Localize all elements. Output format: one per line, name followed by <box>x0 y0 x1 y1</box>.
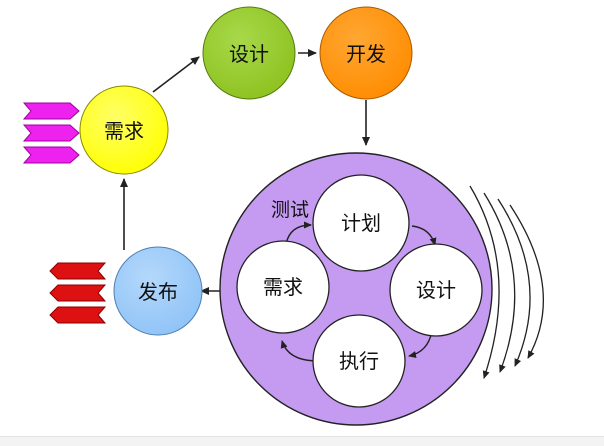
node-development: 开发 <box>319 6 413 100</box>
input-arrows <box>22 102 80 164</box>
inner-node-execute-label: 执行 <box>339 349 379 373</box>
outer-connectors <box>120 49 370 295</box>
inner-node-execute: 执行 <box>312 314 406 408</box>
node-release: 发布 <box>113 246 203 336</box>
node-design-label: 设计 <box>229 42 269 66</box>
output-arrow-1 <box>49 262 107 280</box>
input-arrow-2 <box>22 124 80 142</box>
inner-node-design: 设计 <box>389 243 483 337</box>
node-development-label: 开发 <box>346 42 386 66</box>
iteration-circle <box>219 152 493 426</box>
arrow-requirements-to-design <box>152 56 200 93</box>
rotation-line-4 <box>509 204 544 359</box>
inner-node-plan: 计划 <box>312 174 410 272</box>
bottom-strip <box>0 436 604 446</box>
input-arrow-1 <box>22 102 80 120</box>
node-release-label: 发布 <box>138 280 178 304</box>
output-arrow-2 <box>49 284 107 302</box>
inner-node-plan-label: 计划 <box>341 211 381 235</box>
inner-node-requirements: 需求 <box>236 240 330 334</box>
test-label: 测试 <box>271 199 309 221</box>
rotation-lines <box>469 185 544 379</box>
node-requirements-label: 需求 <box>104 119 144 143</box>
node-design: 设计 <box>202 6 296 100</box>
arrow-execute-to-requirements <box>280 340 316 362</box>
lifecycle-diagram: 需求 设计 开发 发布 计划 设计 执行 需求 <box>22 6 544 426</box>
input-arrow-3 <box>22 146 80 164</box>
output-arrows <box>49 262 107 324</box>
arrow-plan-to-design <box>411 225 437 246</box>
inner-node-design-label: 设计 <box>416 278 456 302</box>
node-requirements: 需求 <box>79 85 169 175</box>
rotation-line-3 <box>497 198 531 367</box>
inner-node-requirements-label: 需求 <box>263 275 303 299</box>
output-arrow-3 <box>49 306 107 324</box>
rotation-line-1 <box>469 185 500 379</box>
rotation-line-2 <box>483 192 516 373</box>
